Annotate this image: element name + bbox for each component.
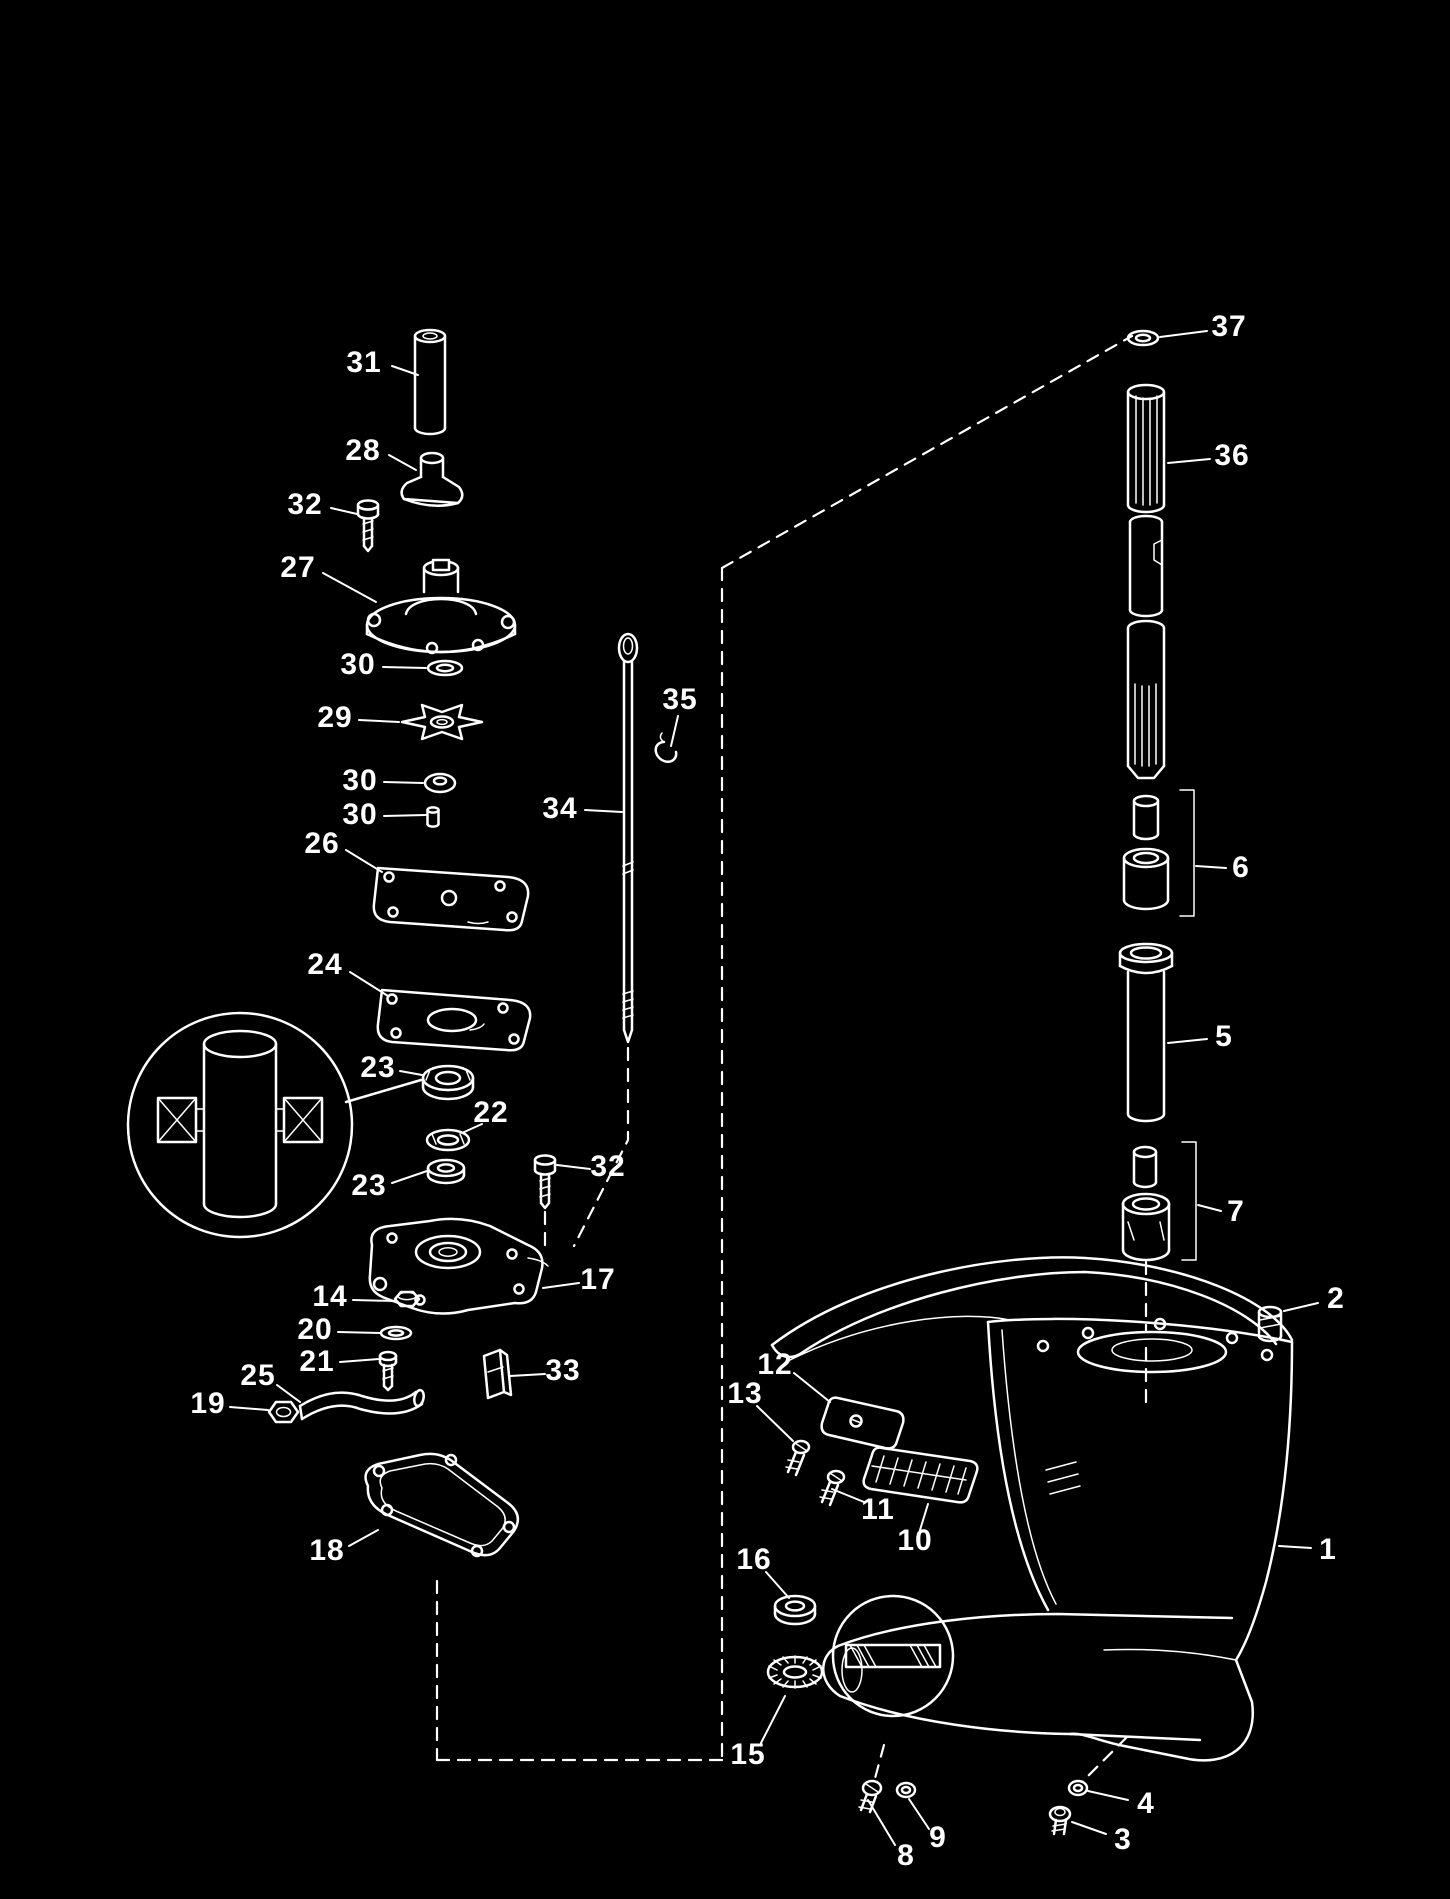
leader-line-34	[584, 809, 623, 813]
leader-line-2	[1283, 1302, 1319, 1312]
leader-line-6	[1195, 865, 1227, 869]
part-22-seal-graphic	[425, 1128, 471, 1152]
leader-line-29	[358, 719, 400, 723]
part-36-driveshaft-graphic	[1126, 383, 1166, 780]
part-32b-bolt-graphic	[533, 1154, 557, 1210]
part-30b-grommet-graphic	[423, 772, 457, 794]
leader-line-7	[1197, 1204, 1222, 1212]
part-17-pump-base-graphic	[368, 1217, 549, 1315]
leader-line-16	[765, 1571, 790, 1599]
part-7-bushings-graphic	[1121, 1141, 1197, 1262]
part-23b-seal-graphic	[426, 1158, 466, 1185]
part-21-screw-graphic	[378, 1350, 398, 1392]
part-13-screw-graphic	[785, 1439, 811, 1477]
part-30a-washer-graphic	[426, 659, 464, 677]
leader-line-15	[760, 1695, 786, 1744]
leader-line-35	[670, 715, 679, 747]
leader-line-32b	[556, 1164, 591, 1170]
leader-line-12	[793, 1372, 831, 1403]
part-8-screw-graphic	[858, 1779, 883, 1814]
leader-line-30b	[383, 781, 424, 784]
part-9-washer-graphic	[895, 1781, 917, 1799]
part-29-impeller-graphic	[400, 703, 484, 741]
leader-line-10	[919, 1503, 929, 1531]
part-3-screw-graphic	[1048, 1805, 1072, 1836]
leader-line-4	[1087, 1790, 1129, 1801]
leader-line-32a	[330, 507, 358, 515]
leader-line-28	[388, 454, 417, 471]
leader-line-25	[276, 1384, 301, 1403]
part-23a-bearing-graphic	[421, 1064, 475, 1101]
leader-line-36	[1167, 458, 1211, 464]
leader-line-27	[322, 572, 377, 603]
part-30c-key-graphic	[426, 806, 440, 828]
part-34-shift-shaft-graphic	[617, 632, 639, 1044]
part-1-gearcase-graphic	[770, 1256, 1294, 1762]
part-18-gasket-graphic	[364, 1452, 520, 1558]
part-15-gear-nut-graphic	[766, 1655, 824, 1689]
leader-line-37	[1159, 330, 1208, 338]
parts-diagram-art	[126, 328, 1319, 1846]
leader-line-24	[349, 971, 389, 997]
leader-line-11	[831, 1488, 865, 1503]
leader-line-5	[1167, 1038, 1208, 1044]
part-2-plug-graphic	[1257, 1305, 1283, 1343]
leader-line-33	[509, 1373, 546, 1377]
leader-line-20	[337, 1331, 381, 1334]
magnifier-bearing-detail	[126, 1011, 423, 1239]
leader-line-18	[348, 1529, 379, 1547]
part-33-key-graphic	[482, 1348, 513, 1400]
leader-line-1	[1278, 1545, 1312, 1549]
leader-line-19	[229, 1406, 269, 1411]
leader-line-30a	[382, 666, 427, 669]
part-6-bushings-graphic	[1122, 789, 1195, 917]
leader-line-21	[339, 1358, 380, 1363]
leader-line-8	[867, 1799, 896, 1846]
leader-line-13	[756, 1405, 794, 1442]
leader-lines	[229, 330, 1319, 1846]
leader-line-22	[461, 1123, 483, 1134]
part-28-grommet-graphic	[400, 451, 464, 507]
part-10-intake-screen-graphic	[862, 1446, 979, 1504]
leader-line-17	[542, 1282, 580, 1289]
leader-line-31	[391, 365, 419, 376]
part-12-cover-plate-graphic	[820, 1396, 905, 1450]
leader-line-26	[345, 849, 383, 873]
part-24-gasket-plate-graphic	[376, 988, 532, 1052]
leader-line-30c	[383, 814, 427, 817]
leader-line-14	[352, 1299, 395, 1302]
part-27-pump-cover-graphic	[365, 558, 517, 655]
part-32a-bolt-graphic	[356, 499, 380, 553]
part-26-wear-plate-graphic	[372, 866, 530, 932]
alignment-dashed-lines	[435, 334, 1148, 1784]
part-31-tube-graphic	[413, 328, 447, 436]
part-20-washer-graphic	[379, 1325, 413, 1341]
leader-line-23b	[391, 1170, 428, 1184]
part-11-screw-graphic	[819, 1469, 846, 1507]
part-4-washer-graphic	[1067, 1779, 1089, 1797]
part-35-clip-graphic	[654, 732, 678, 763]
part-16-washer-graphic	[773, 1594, 817, 1626]
part-14-nut-graphic	[393, 1290, 421, 1308]
leader-line-23a	[399, 1070, 423, 1076]
part-25-water-tube-graphic	[298, 1388, 425, 1421]
leader-line-3	[1071, 1821, 1107, 1835]
part-19-nut-graphic	[267, 1400, 300, 1424]
part-5-tube-graphic	[1118, 942, 1174, 1123]
leader-line-9	[908, 1798, 930, 1830]
part-37-washer-graphic	[1126, 329, 1160, 347]
magnifier-pin-detail	[831, 1594, 955, 1718]
